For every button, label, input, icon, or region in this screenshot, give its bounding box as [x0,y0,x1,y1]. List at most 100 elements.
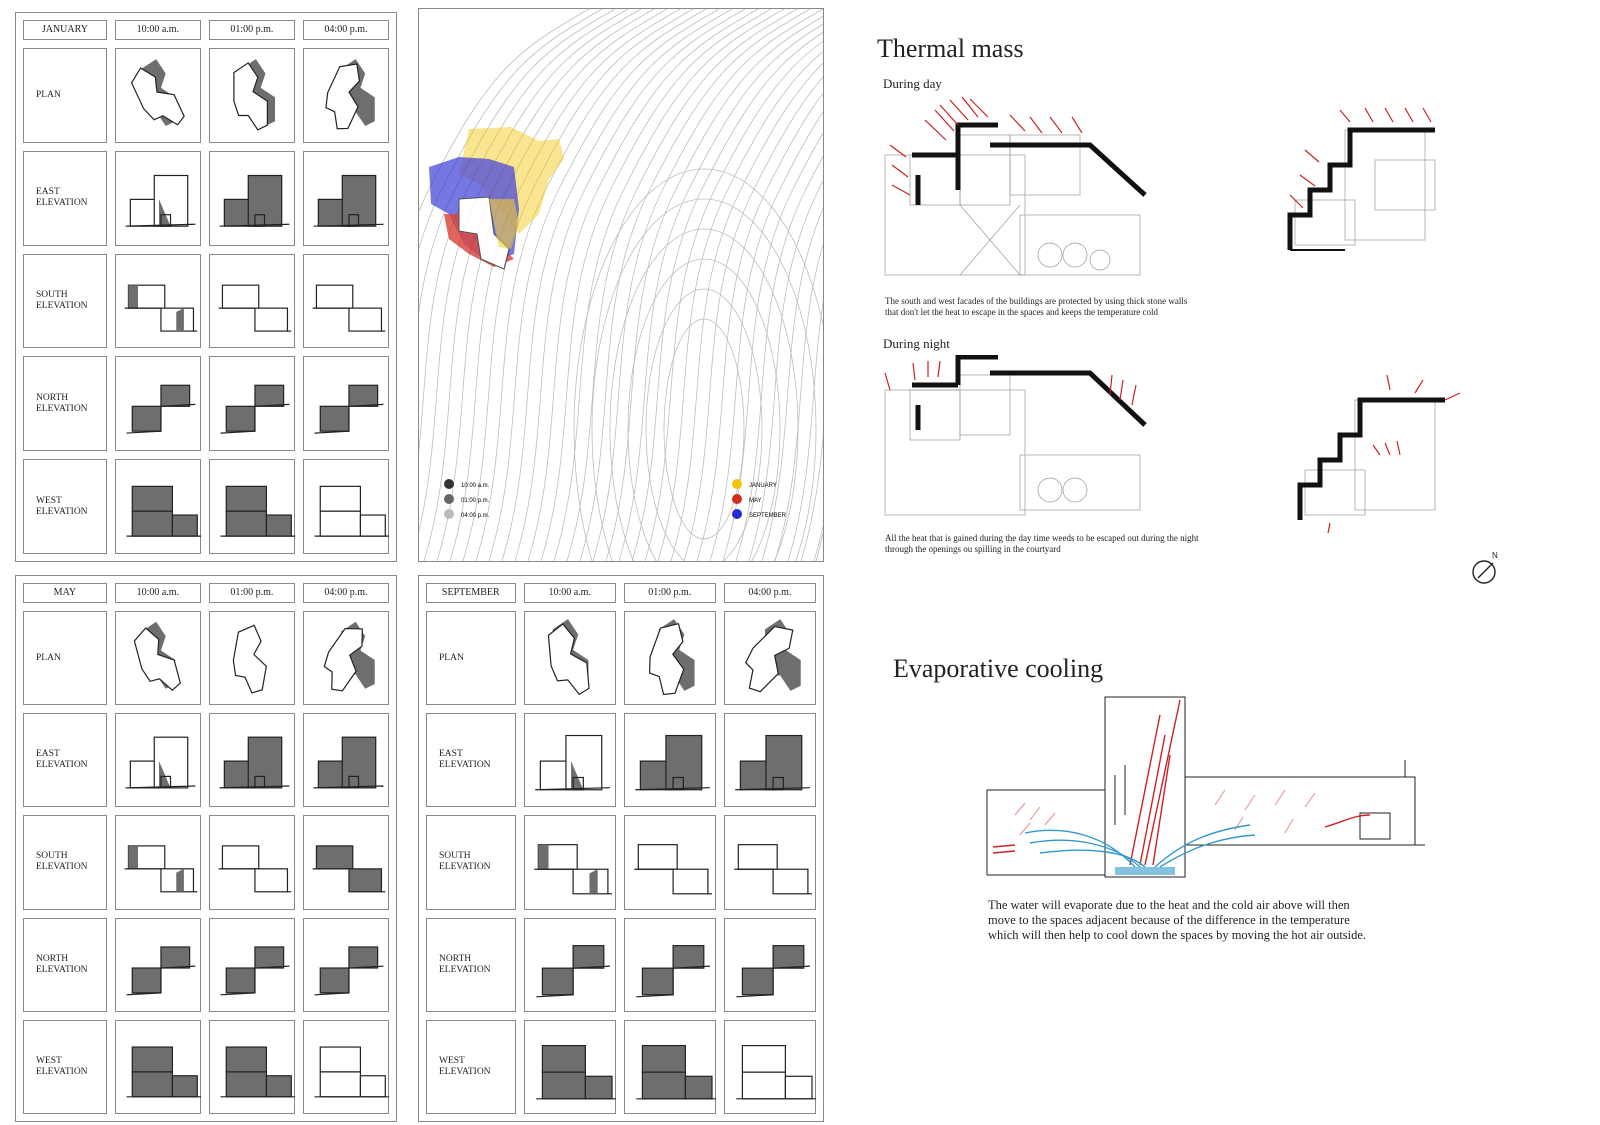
shadow-diagram-cell [302,713,389,808]
shadow-glyph [220,945,290,995]
shadow-diagram-cell [208,713,295,808]
shadow-glyph [323,621,375,692]
time-header: 01:00 p.m. [208,583,295,603]
row-label-text: EAST ELEVATION [36,187,88,209]
contour-line [514,8,746,562]
shadow-diagram-cell [114,48,201,143]
shadow-diagram-cell [302,611,389,706]
shadow-glyph [126,945,196,995]
row-label: WEST ELEVATION [23,459,107,554]
time-header: 01:00 p.m. [623,583,716,603]
shadow-diagram-cell [723,815,816,910]
row-label-text: PLAN [36,89,61,100]
shadow-diagram-cell [302,1019,390,1114]
contour-line [722,8,954,562]
contour-ring [663,318,745,540]
month-header: MAY [23,583,107,603]
shadow-diagram-cell [114,815,201,910]
contour-line [618,8,850,562]
shadow-glyph [736,944,810,997]
legend-month-dot [732,509,742,519]
contour-ring [609,228,799,630]
shadow-diagram-cell [208,48,295,143]
legend-time-label: 10:00 a.m. [461,483,490,489]
shadow-glyph [125,736,196,789]
contour-line [410,8,642,562]
evaporative-caption: The water will evaporate due to the heat… [988,898,1367,942]
row-label-text: PLAN [36,652,61,663]
row-label-text: NORTH ELEVATION [439,953,491,975]
north-arrow-icon [1472,560,1496,584]
legend-time-dot [444,479,454,489]
shadow-diagram-cell [723,611,816,706]
row-label-text: PLAN [439,652,464,663]
shadow-diagram-cell [208,459,295,554]
shadow-glyph [735,735,810,791]
time-header: 10:00 a.m. [114,583,201,603]
row-label: EAST ELEVATION [23,150,107,246]
shadow-glyph [744,619,801,693]
contour-line [475,8,707,562]
contour-line [644,8,876,562]
shadow-diagram-cell [114,611,201,706]
day-plan-large [884,96,1147,276]
shadow-glyph [232,624,267,694]
shadow-diagram-cell [114,253,201,349]
contour-ring [645,288,763,570]
legend-time-dot [444,509,454,519]
day-plan-small [1287,107,1436,251]
shadow-diagram-cell [208,356,295,452]
shadow-glyph [734,844,812,895]
shadow-diagram-cell [302,917,389,1012]
shadow-glyph [736,1044,816,1100]
shadow-glyph [130,59,185,127]
shadow-diagram-cell [114,459,201,554]
contour-line [566,8,798,562]
time-header: 10:00 a.m. [523,583,616,603]
shadow-diagram-cell [523,815,616,910]
row-label-text: WEST ELEVATION [36,495,88,517]
shadow-diagram-cell [523,1019,616,1114]
legend-time-label: 04:00 p.m. [461,513,490,519]
row-label-text: EAST ELEVATION [439,749,491,771]
legend-month-label: SEPTEMBER [749,513,787,519]
shadow-diagram-cell [208,917,295,1012]
north-mark-label: N [1492,551,1498,560]
shadow-diagram-cell [114,150,201,246]
shadow-glyph [219,174,290,227]
shadow-diagram-cell [302,48,389,143]
shadow-diagram-cell [523,713,616,808]
shadow-glyph [312,284,386,332]
shadow-diagram-cell [723,713,816,808]
contour-line [540,8,772,562]
shadow-glyph [547,619,590,696]
shadow-glyph [635,944,710,997]
site-contour-map: 10:00 a.m.01:00 p.m.04:00 p.m. JANUARYMA… [358,8,1097,690]
month-header: JANUARY [23,20,107,40]
shadow-diagram-cell [623,611,716,706]
shadow-glyph [314,945,384,995]
row-label: NORTH ELEVATION [23,917,107,1012]
contour-line [436,8,668,562]
shadow-glyph [220,485,295,537]
shadow-diagram-cell [523,611,616,706]
contour-line [488,8,720,562]
night-plan-small [1297,375,1461,534]
day-caption: The south and west facades of the buildi… [885,296,1188,317]
contour-line [787,8,1019,562]
contour-line [423,8,655,562]
shadow-glyph [314,385,384,435]
during-night-label: During night [883,336,950,351]
shadow-glyph [533,844,612,895]
legend-month-label: MAY [749,498,762,504]
shadow-diagram-cell [114,713,201,808]
row-label: SOUTH ELEVATION [426,815,516,910]
row-label: WEST ELEVATION [23,1019,107,1114]
evaporative-section [986,696,1425,878]
contour-line [774,8,1006,562]
shadow-glyph [313,736,384,789]
shadow-glyph [325,59,375,130]
